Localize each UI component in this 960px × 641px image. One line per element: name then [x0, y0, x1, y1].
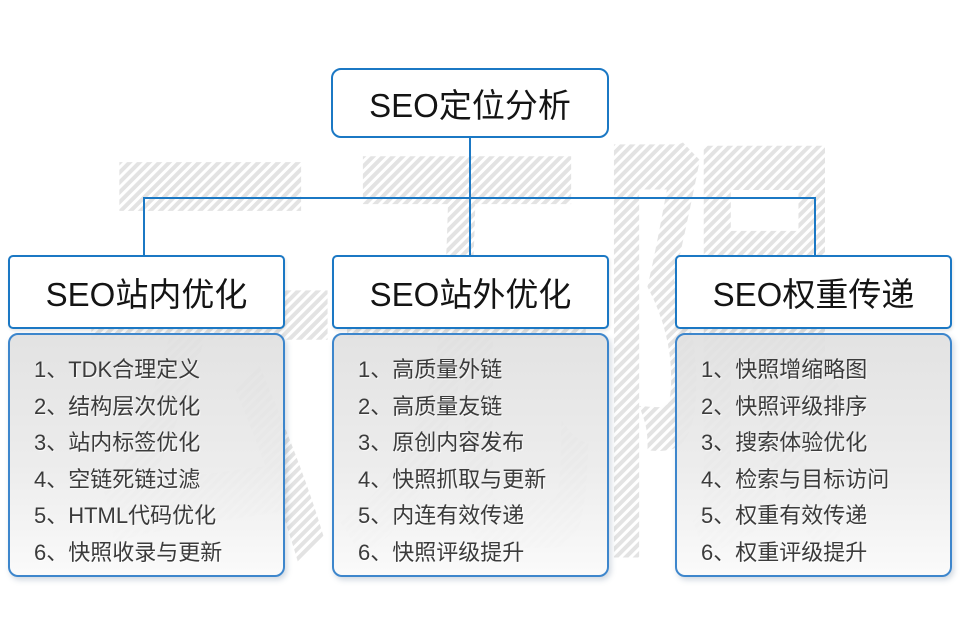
connector-root-stem [469, 136, 471, 198]
column-list-offsite: 1、高质量外链 2、高质量友链 3、原创内容发布 4、快照抓取与更新 5、内连有… [332, 333, 609, 577]
connector-horizontal-rail [143, 197, 816, 199]
list-item: 6、权重评级提升 [701, 539, 868, 565]
column-header-onsite: SEO站内优化 [8, 255, 285, 329]
column-header-offsite: SEO站外优化 [332, 255, 609, 329]
root-node: SEO定位分析 [331, 68, 609, 138]
list-item: 6、快照评级提升 [358, 539, 525, 565]
connector-drop-middle [469, 198, 471, 255]
list-item: 4、快照抓取与更新 [358, 466, 547, 492]
connector-drop-left [143, 198, 145, 255]
column-list-weight: 1、快照增缩略图 2、快照评级排序 3、搜索体验优化 4、检索与目标访问 5、权… [675, 333, 952, 577]
list-item: 5、内连有效传递 [358, 503, 525, 528]
column-title: SEO站外优化 [369, 276, 572, 313]
list-item: 2、结构层次优化 [34, 393, 201, 419]
list-item: 2、高质量友链 [358, 393, 503, 419]
list-item: 4、检索与目标访问 [701, 466, 890, 492]
list-item: 3、原创内容发布 [358, 430, 525, 455]
list-item: 5、HTML代码优化 [34, 503, 217, 528]
column-list-onsite: 1、TDK合理定义 2、结构层次优化 3、站内标签优化 4、空链死链过滤 5、H… [8, 333, 285, 577]
list-item: 6、快照收录与更新 [34, 539, 223, 565]
list-item: 5、权重有效传递 [701, 503, 868, 528]
list-item: 3、搜索体验优化 [701, 430, 868, 455]
column-header-weight: SEO权重传递 [675, 255, 952, 329]
connector-drop-right [814, 198, 816, 255]
list-item: 1、高质量外链 [358, 357, 503, 382]
list-item: 3、站内标签优化 [34, 430, 201, 455]
column-title: SEO权重传递 [712, 276, 915, 313]
list-item: 1、快照增缩略图 [701, 357, 868, 382]
list-item: 4、空链死链过滤 [34, 466, 201, 492]
list-item: 1、TDK合理定义 [34, 357, 201, 382]
column-title: SEO站内优化 [45, 276, 248, 313]
list-item: 2、快照评级排序 [701, 393, 868, 419]
root-node-title: SEO定位分析 [369, 87, 571, 124]
